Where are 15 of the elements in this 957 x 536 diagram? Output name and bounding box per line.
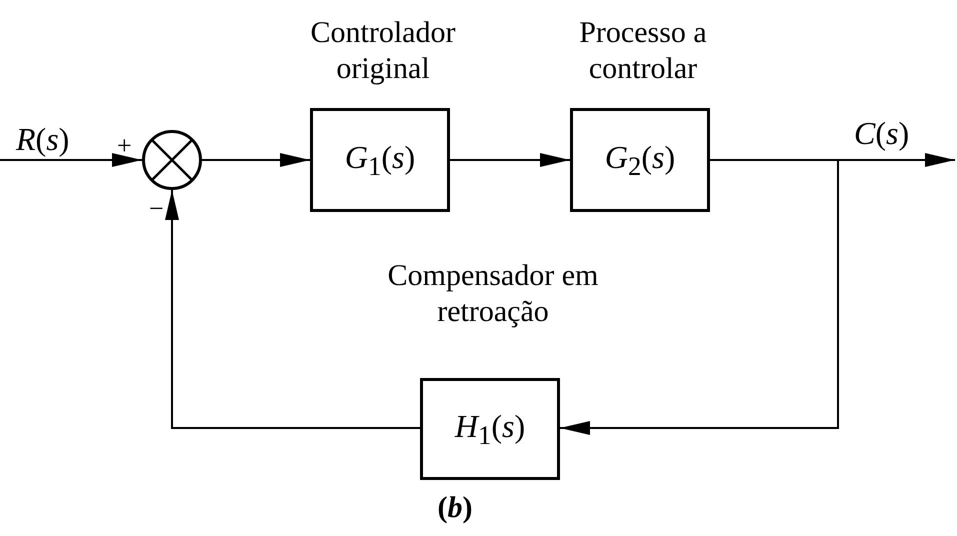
sign-label: + [117, 133, 132, 159]
transfer-function: H$_{1}$(s) [454, 406, 526, 452]
transfer-function: G$_{2}$(s) [604, 138, 676, 182]
signal-arrow [450, 153, 570, 167]
summing-junction [142, 130, 202, 190]
sign-label: − [149, 196, 164, 222]
signal-arrow [0, 153, 142, 167]
figure-caption: (b) [436, 490, 474, 526]
transfer-function: G$_{1}$(s) [344, 138, 416, 182]
block-heading: Controlador original [310, 15, 456, 87]
signal-arrow [560, 159, 839, 435]
signal-arrow [165, 190, 420, 429]
block-heading: Processo a controlar [578, 15, 708, 87]
signal-arrow [202, 153, 310, 167]
block-heading: Compensador em retroação [386, 258, 600, 330]
